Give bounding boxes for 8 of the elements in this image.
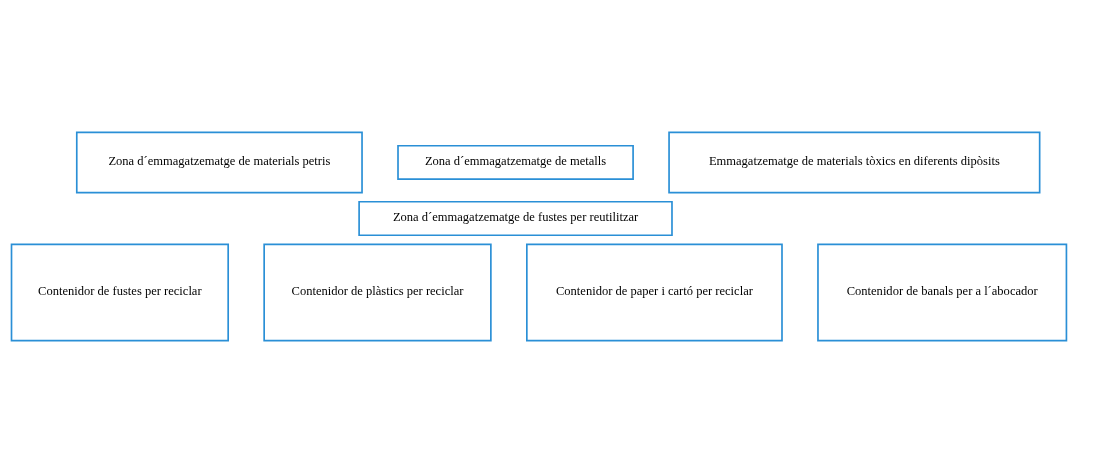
node-box: Contenidor de paper i cartó per reciclar (526, 243, 783, 342)
node-box: Contenidor de banals per a l´abocador (817, 243, 1068, 342)
node-box: Zona d´emmagatzematge de metalls (397, 144, 634, 181)
node-box: Zona d´emmagatzematge de materials petris (75, 131, 363, 194)
node-box: Contenidor de plàstics per reciclar (263, 243, 492, 342)
node-box: Zona d´emmagatzematge de fustes per reutilitzar (358, 200, 673, 237)
node-box: Emmagatzematge de materials tòxics en diferents dipòsits (668, 131, 1041, 194)
node-box: Contenidor de fustes per reciclar (10, 243, 229, 342)
